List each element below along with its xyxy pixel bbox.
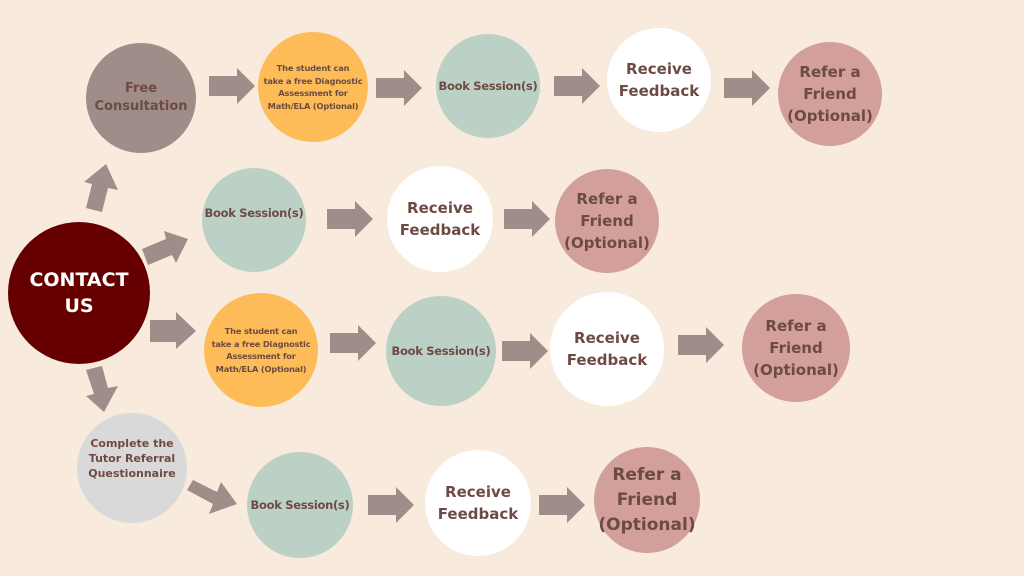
receive-feedback-label: Receive Feedback [566,329,648,369]
refer-friend-label: Refer a Friend (Optional) [598,464,696,535]
arrow-right-icon [724,70,770,106]
refer-friend-label: Refer a Friend (Optional) [787,63,873,125]
receive-feedback-node: Receive Feedback [425,450,531,556]
receive-feedback-node: Receive Feedback [550,292,664,406]
refer-friend-node: Refer a Friend (Optional) [742,294,850,402]
receive-feedback-label: Receive Feedback [437,483,519,523]
book-session-label: Book Session(s) [438,79,538,93]
free-consultation-label: Free Consultation [94,81,188,114]
book-session-node: Book Session(s) [247,452,353,558]
arrow-right-icon [327,201,373,237]
arrow-up-icon [84,164,118,212]
receive-feedback-label: Receive Feedback [618,60,700,100]
refer-friend-node: Refer a Friend (Optional) [594,447,700,553]
diagnostic-assessment-label: The student can take a free Diagnostic A… [263,63,363,111]
tutor-referral-questionnaire-label: Complete the Tutor Referral Questionnair… [88,436,176,480]
contact-us-node: CONTACT US [8,222,150,364]
arrow-right-icon [554,68,600,104]
book-session-label: Book Session(s) [250,498,350,512]
arrow-up-right-icon [142,231,188,265]
diagnostic-assessment-node: The student can take a free Diagnostic A… [258,32,368,142]
arrow-right-icon [330,325,376,361]
diagnostic-assessment-node: The student can take a free Diagnostic A… [204,293,318,407]
refer-friend-label: Refer a Friend (Optional) [564,190,650,252]
arrow-right-icon [678,327,724,363]
arrow-right-icon [502,333,548,369]
arrow-right-icon [150,312,196,349]
arrow-down-icon [86,366,118,412]
diagnostic-assessment-label: The student can take a free Diagnostic A… [211,326,311,374]
refer-friend-node: Refer a Friend (Optional) [555,169,659,273]
book-session-label: Book Session(s) [204,206,304,220]
arrow-right-icon [368,487,414,523]
arrow-right-icon [376,70,422,106]
contact-us-label: CONTACT US [29,269,129,317]
book-session-node: Book Session(s) [436,34,540,138]
free-consultation-node: Free Consultation [86,43,196,153]
arrow-right-icon [539,487,585,523]
receive-feedback-label: Receive Feedback [399,199,481,239]
arrow-right-icon [504,201,550,237]
book-session-node: Book Session(s) [202,168,306,272]
refer-friend-node: Refer a Friend (Optional) [778,42,882,146]
receive-feedback-node: Receive Feedback [607,28,711,132]
arrow-right-icon [209,68,255,104]
receive-feedback-node: Receive Feedback [387,166,493,272]
book-session-node: Book Session(s) [386,296,496,406]
arrow-down-right-icon [187,480,237,514]
tutor-referral-questionnaire-node: Complete the Tutor Referral Questionnair… [77,413,187,523]
refer-friend-label: Refer a Friend (Optional) [753,317,839,379]
book-session-label: Book Session(s) [391,344,491,358]
